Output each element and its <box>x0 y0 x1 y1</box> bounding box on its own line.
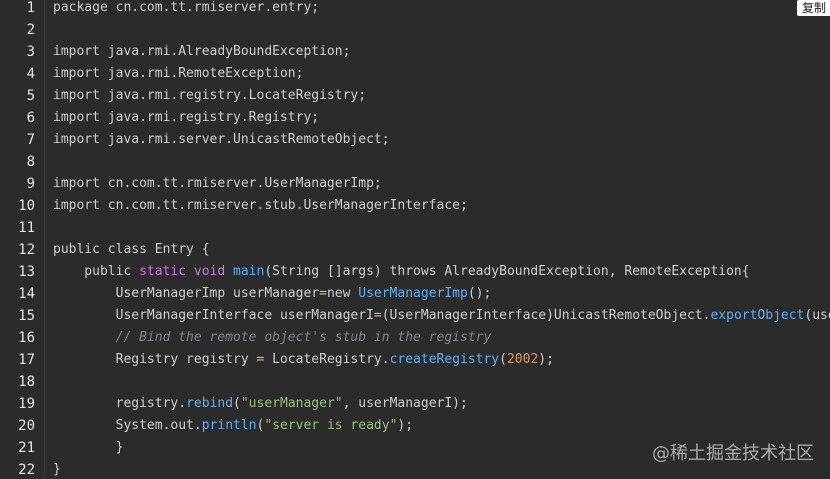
code-line: import java.rmi.registry.LocateRegistry; <box>53 85 366 107</box>
code-line: } <box>53 437 124 459</box>
line-number: 15 <box>18 308 35 324</box>
line-number: 4 <box>26 66 35 82</box>
code-line: import java.rmi.AlreadyBoundException; <box>53 41 350 63</box>
line-number: 9 <box>26 176 35 192</box>
code-token: public class Entry { <box>53 242 210 257</box>
code-line: import java.rmi.server.UnicastRemoteObje… <box>53 129 390 151</box>
code-line: System.out.println("server is ready"); <box>53 415 413 437</box>
code-token: public <box>53 264 140 279</box>
code-token: , userManagerI); <box>342 396 468 411</box>
line-number: 7 <box>26 132 35 148</box>
code-token: // Bind the remote object's stub in the … <box>53 330 492 345</box>
line-number: 18 <box>18 374 35 390</box>
line-number: 12 <box>18 242 35 258</box>
line-number: 14 <box>18 286 35 302</box>
code-token: System.out. <box>53 418 202 433</box>
line-number: 16 <box>18 330 35 346</box>
code-token: UserManagerImp <box>358 286 468 301</box>
line-number: 22 <box>18 462 35 478</box>
code-token: (); <box>467 286 492 301</box>
code-token: } <box>53 462 61 477</box>
code-token <box>225 264 233 279</box>
line-number: 21 <box>18 440 35 456</box>
code-line: // Bind the remote object's stub in the … <box>53 327 492 349</box>
code-line: public static void main(String []args) t… <box>53 261 750 283</box>
code-token: = <box>319 286 327 301</box>
code-token: println <box>201 418 257 433</box>
code-line: import cn.com.tt.rmiserver.stub.UserMana… <box>53 195 468 217</box>
line-number: 8 <box>26 154 35 170</box>
code-token: "userManager" <box>240 396 343 411</box>
code-line: registry.rebind("userManager", userManag… <box>53 393 468 415</box>
code-token: registry. <box>53 396 187 411</box>
line-number: 11 <box>18 220 35 236</box>
line-number: 2 <box>26 22 35 38</box>
code-line: Registry registry = LocateRegistry.creat… <box>53 349 554 371</box>
watermark: @稀土掘金技术社区 <box>652 443 814 464</box>
code-token: = <box>373 308 382 323</box>
code-token: = <box>256 352 265 367</box>
code-token: createRegistry <box>389 352 500 367</box>
code-token: new <box>326 286 359 301</box>
code-token: (String []args) throws AlreadyBoundExcep… <box>264 264 750 279</box>
line-number: 13 <box>18 264 35 280</box>
code-area[interactable]: package cn.com.tt.rmiserver.entry; import… <box>53 0 830 479</box>
code-token: (userManager, <box>804 308 830 323</box>
code-token: exportObject <box>710 308 805 323</box>
code-token: rebind <box>186 396 234 411</box>
line-number: 1 <box>26 0 35 16</box>
line-number: 5 <box>26 88 35 104</box>
code-token: import cn.com.tt.rmiserver.stub.UserMana… <box>53 198 468 213</box>
code-token: import java.rmi.RemoteException; <box>53 66 304 81</box>
code-token: "server is ready" <box>264 418 398 433</box>
code-token: ( <box>233 396 241 411</box>
code-token: static void <box>139 264 226 279</box>
code-token: ( <box>256 418 265 433</box>
line-number: 3 <box>26 44 35 60</box>
code-token: import java.rmi.registry.LocateRegistry; <box>53 88 367 103</box>
code-token: import java.rmi.AlreadyBoundException; <box>53 44 351 59</box>
code-token: ( <box>499 352 507 367</box>
code-token: (UserManagerInterface)UnicastRemoteObjec… <box>381 308 711 323</box>
line-number: 17 <box>18 352 35 368</box>
code-token: import java.rmi.registry.Registry; <box>53 110 320 125</box>
line-number: 20 <box>18 418 35 434</box>
code-token: LocateRegistry. <box>264 352 390 367</box>
code-token: package cn.com.tt.rmiserver.entry; <box>53 0 320 15</box>
code-token: ); <box>538 352 554 367</box>
code-line: import java.rmi.registry.Registry; <box>53 107 319 129</box>
line-number: 19 <box>18 396 35 412</box>
code-token: 2002 <box>506 352 539 367</box>
code-line: package cn.com.tt.rmiserver.entry; <box>53 0 319 19</box>
code-line: import java.rmi.RemoteException; <box>53 63 303 85</box>
copy-button[interactable]: 复制 <box>796 0 830 16</box>
code-token: UserManagerInterface userManagerI <box>53 308 374 323</box>
line-number: 10 <box>18 198 35 214</box>
code-token: ); <box>397 418 414 433</box>
code-line: public class Entry { <box>53 239 210 261</box>
code-line: } <box>53 459 61 479</box>
code-line: UserManagerImp userManager=new UserManag… <box>53 283 492 305</box>
code-line: UserManagerInterface userManagerI=(UserM… <box>53 305 830 327</box>
line-number: 6 <box>26 110 35 126</box>
code-token: Registry registry <box>53 352 257 367</box>
code-token: import java.rmi.server.UnicastRemoteObje… <box>53 132 390 147</box>
code-token: import cn.com.tt.rmiserver.UserManagerIm… <box>53 176 382 191</box>
code-line: import cn.com.tt.rmiserver.UserManagerIm… <box>53 173 382 195</box>
code-token: UserManagerImp userManager <box>53 286 320 301</box>
code-token: main <box>233 264 265 279</box>
code-token: } <box>53 440 124 455</box>
